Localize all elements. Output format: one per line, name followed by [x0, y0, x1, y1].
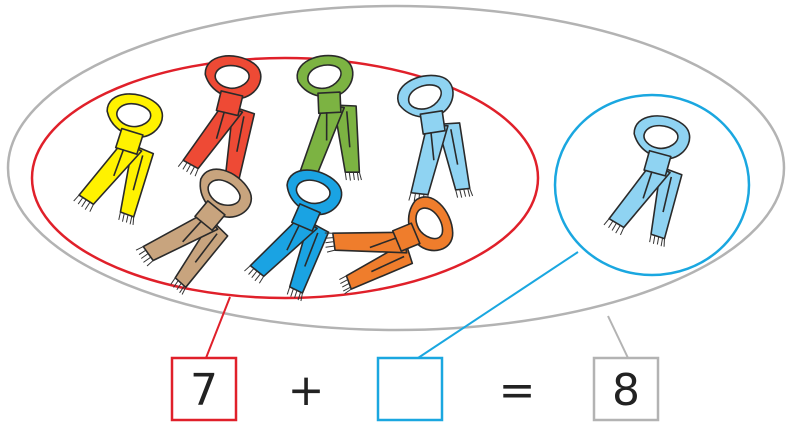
- left-number-box: [170, 356, 238, 422]
- scarf-green-icon: [280, 51, 369, 190]
- missing-number-box[interactable]: [376, 356, 444, 422]
- total-number: 8: [612, 365, 640, 416]
- total-group-ellipse: [6, 4, 786, 332]
- scarf-right-light-blue-icon: [601, 108, 694, 249]
- scarf-light-blue-icon: [379, 69, 480, 212]
- total-number-box: [592, 356, 660, 422]
- left-number: 7: [190, 365, 218, 416]
- total-connector-line: [607, 315, 629, 359]
- left-connector-line: [205, 296, 231, 359]
- scarf-yellow-icon: [70, 85, 167, 228]
- scarf-red-icon: [175, 49, 265, 189]
- equals-sign: =: [499, 365, 536, 416]
- plus-sign: +: [288, 365, 325, 416]
- scarf-blue-icon: [240, 158, 348, 304]
- right-group-ellipse: [553, 93, 751, 277]
- right-connector-line: [417, 251, 579, 359]
- left-group-ellipse: [30, 56, 540, 300]
